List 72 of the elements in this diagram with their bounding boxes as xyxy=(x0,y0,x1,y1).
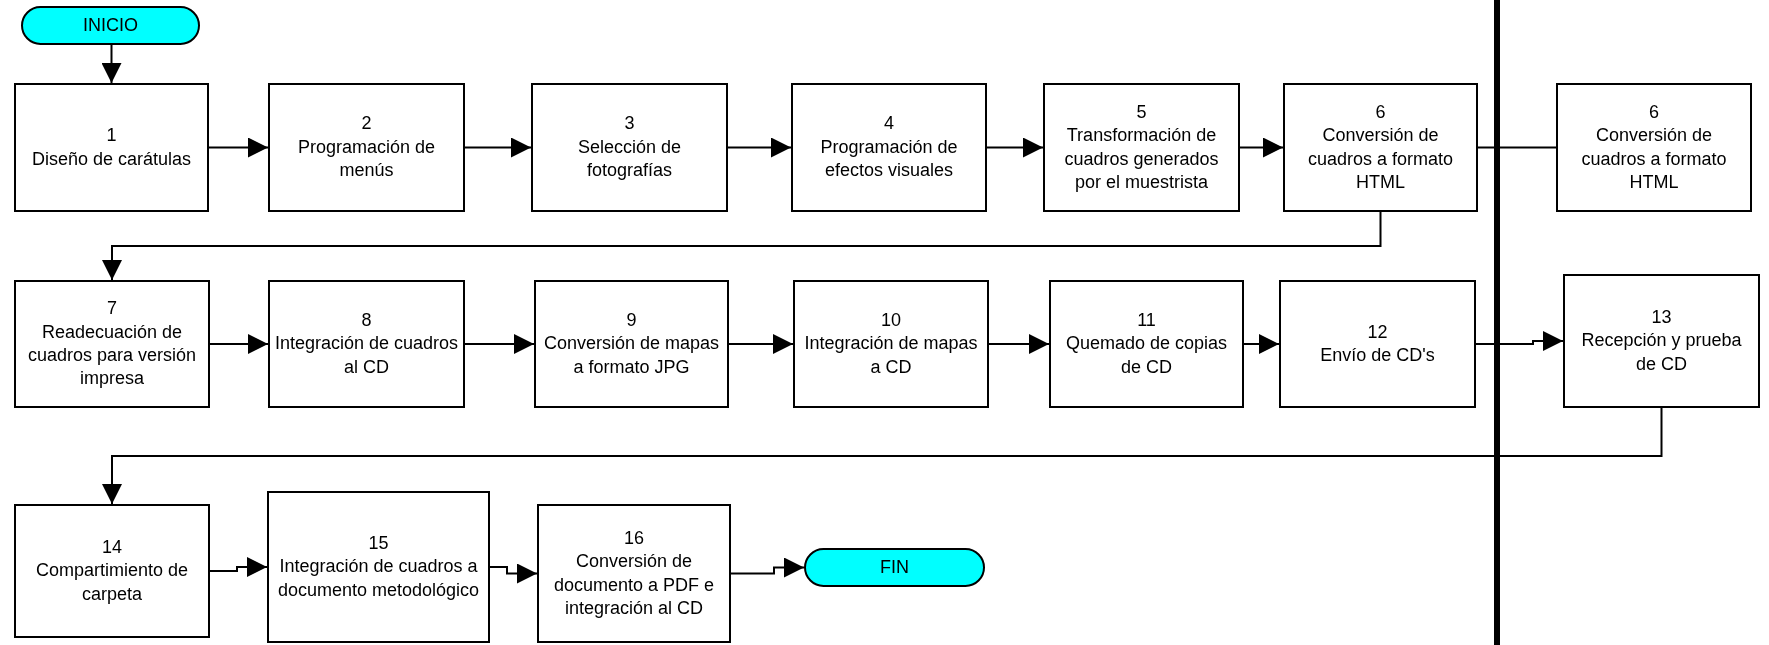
step-label: Selección de fotografías xyxy=(576,135,683,183)
step-label: Recepción y prueba de CD xyxy=(1580,329,1743,376)
terminal-pill xyxy=(804,548,985,587)
process-box xyxy=(267,491,490,643)
step-number: 1 xyxy=(106,124,117,148)
step-label: Readecuación de cuadros para versión impresa xyxy=(26,320,198,391)
step-number: 11 xyxy=(1137,308,1156,332)
step-label: Integración de cuadros al CD xyxy=(274,332,459,379)
step-label: Conversión de cuadros a formato HTML xyxy=(1580,124,1728,194)
step-label: Conversión de cuadros a formato HTML xyxy=(1306,124,1455,194)
arrow xyxy=(102,407,1663,505)
arrow xyxy=(209,334,269,354)
process-box xyxy=(14,504,210,638)
arrow xyxy=(727,137,792,158)
step-number: 6 xyxy=(1375,100,1386,124)
process-box xyxy=(534,280,729,408)
step-number: 14 xyxy=(102,535,122,559)
process-box xyxy=(537,504,731,643)
process-box xyxy=(531,83,728,212)
process-box xyxy=(268,83,465,212)
process-box xyxy=(1049,280,1244,408)
process-box xyxy=(791,83,987,212)
step-number: 16 xyxy=(624,526,644,550)
process-box xyxy=(1283,83,1478,212)
arrow xyxy=(464,334,535,354)
step-number: 15 xyxy=(368,531,389,555)
step-number: 2 xyxy=(361,112,372,136)
arrow xyxy=(988,334,1050,354)
process-box xyxy=(14,280,210,408)
arrow xyxy=(1243,334,1280,354)
step-label: Quemado de copias de CD xyxy=(1064,332,1229,379)
step-label: Compartimiento de carpeta xyxy=(34,559,190,606)
step-label: Integración de cuadros a documento metodológico xyxy=(276,555,481,602)
process-box xyxy=(1556,83,1752,212)
arrow xyxy=(489,563,538,584)
step-number: 5 xyxy=(1136,100,1147,124)
step-number: 13 xyxy=(1651,305,1672,329)
step-number: 4 xyxy=(884,112,894,136)
arrow xyxy=(464,137,532,158)
arrow xyxy=(208,137,269,158)
step-number: 3 xyxy=(624,112,635,136)
arrow xyxy=(102,211,1382,281)
step-label: Envío de CD's xyxy=(1320,344,1435,367)
terminal-label: INICIO xyxy=(83,14,138,37)
arrow xyxy=(728,334,794,354)
step-label: Diseño de carátulas xyxy=(31,147,192,171)
terminal-pill xyxy=(21,6,200,45)
step-number: 8 xyxy=(361,308,372,332)
arrow xyxy=(1475,331,1564,351)
process-box xyxy=(1043,83,1240,212)
step-label: Conversión de mapas a formato JPG xyxy=(542,332,721,379)
step-number: 6 xyxy=(1649,100,1659,124)
arrow xyxy=(101,44,122,84)
step-label: Conversión de documento a PDF e integración al CD xyxy=(552,550,716,620)
step-label: Programación de menús xyxy=(296,135,437,183)
process-box xyxy=(1563,274,1760,408)
step-label: Integración de mapas a CD xyxy=(803,332,979,379)
arrow xyxy=(730,557,805,578)
step-label: Programación de efectos visuales xyxy=(819,135,959,183)
process-box xyxy=(793,280,989,408)
process-box xyxy=(1279,280,1476,408)
step-label: Transformación de cuadros generados por el muestrista xyxy=(1063,124,1220,194)
process-box xyxy=(14,83,209,212)
terminal-label: FIN xyxy=(880,556,909,579)
step-number: 7 xyxy=(107,297,117,321)
step-number: 10 xyxy=(881,308,901,332)
arrow xyxy=(1239,137,1284,158)
arrow xyxy=(209,557,268,577)
step-number: 9 xyxy=(626,308,637,332)
step-number: 12 xyxy=(1367,320,1388,344)
process-box xyxy=(268,280,465,408)
arrow xyxy=(986,137,1044,158)
